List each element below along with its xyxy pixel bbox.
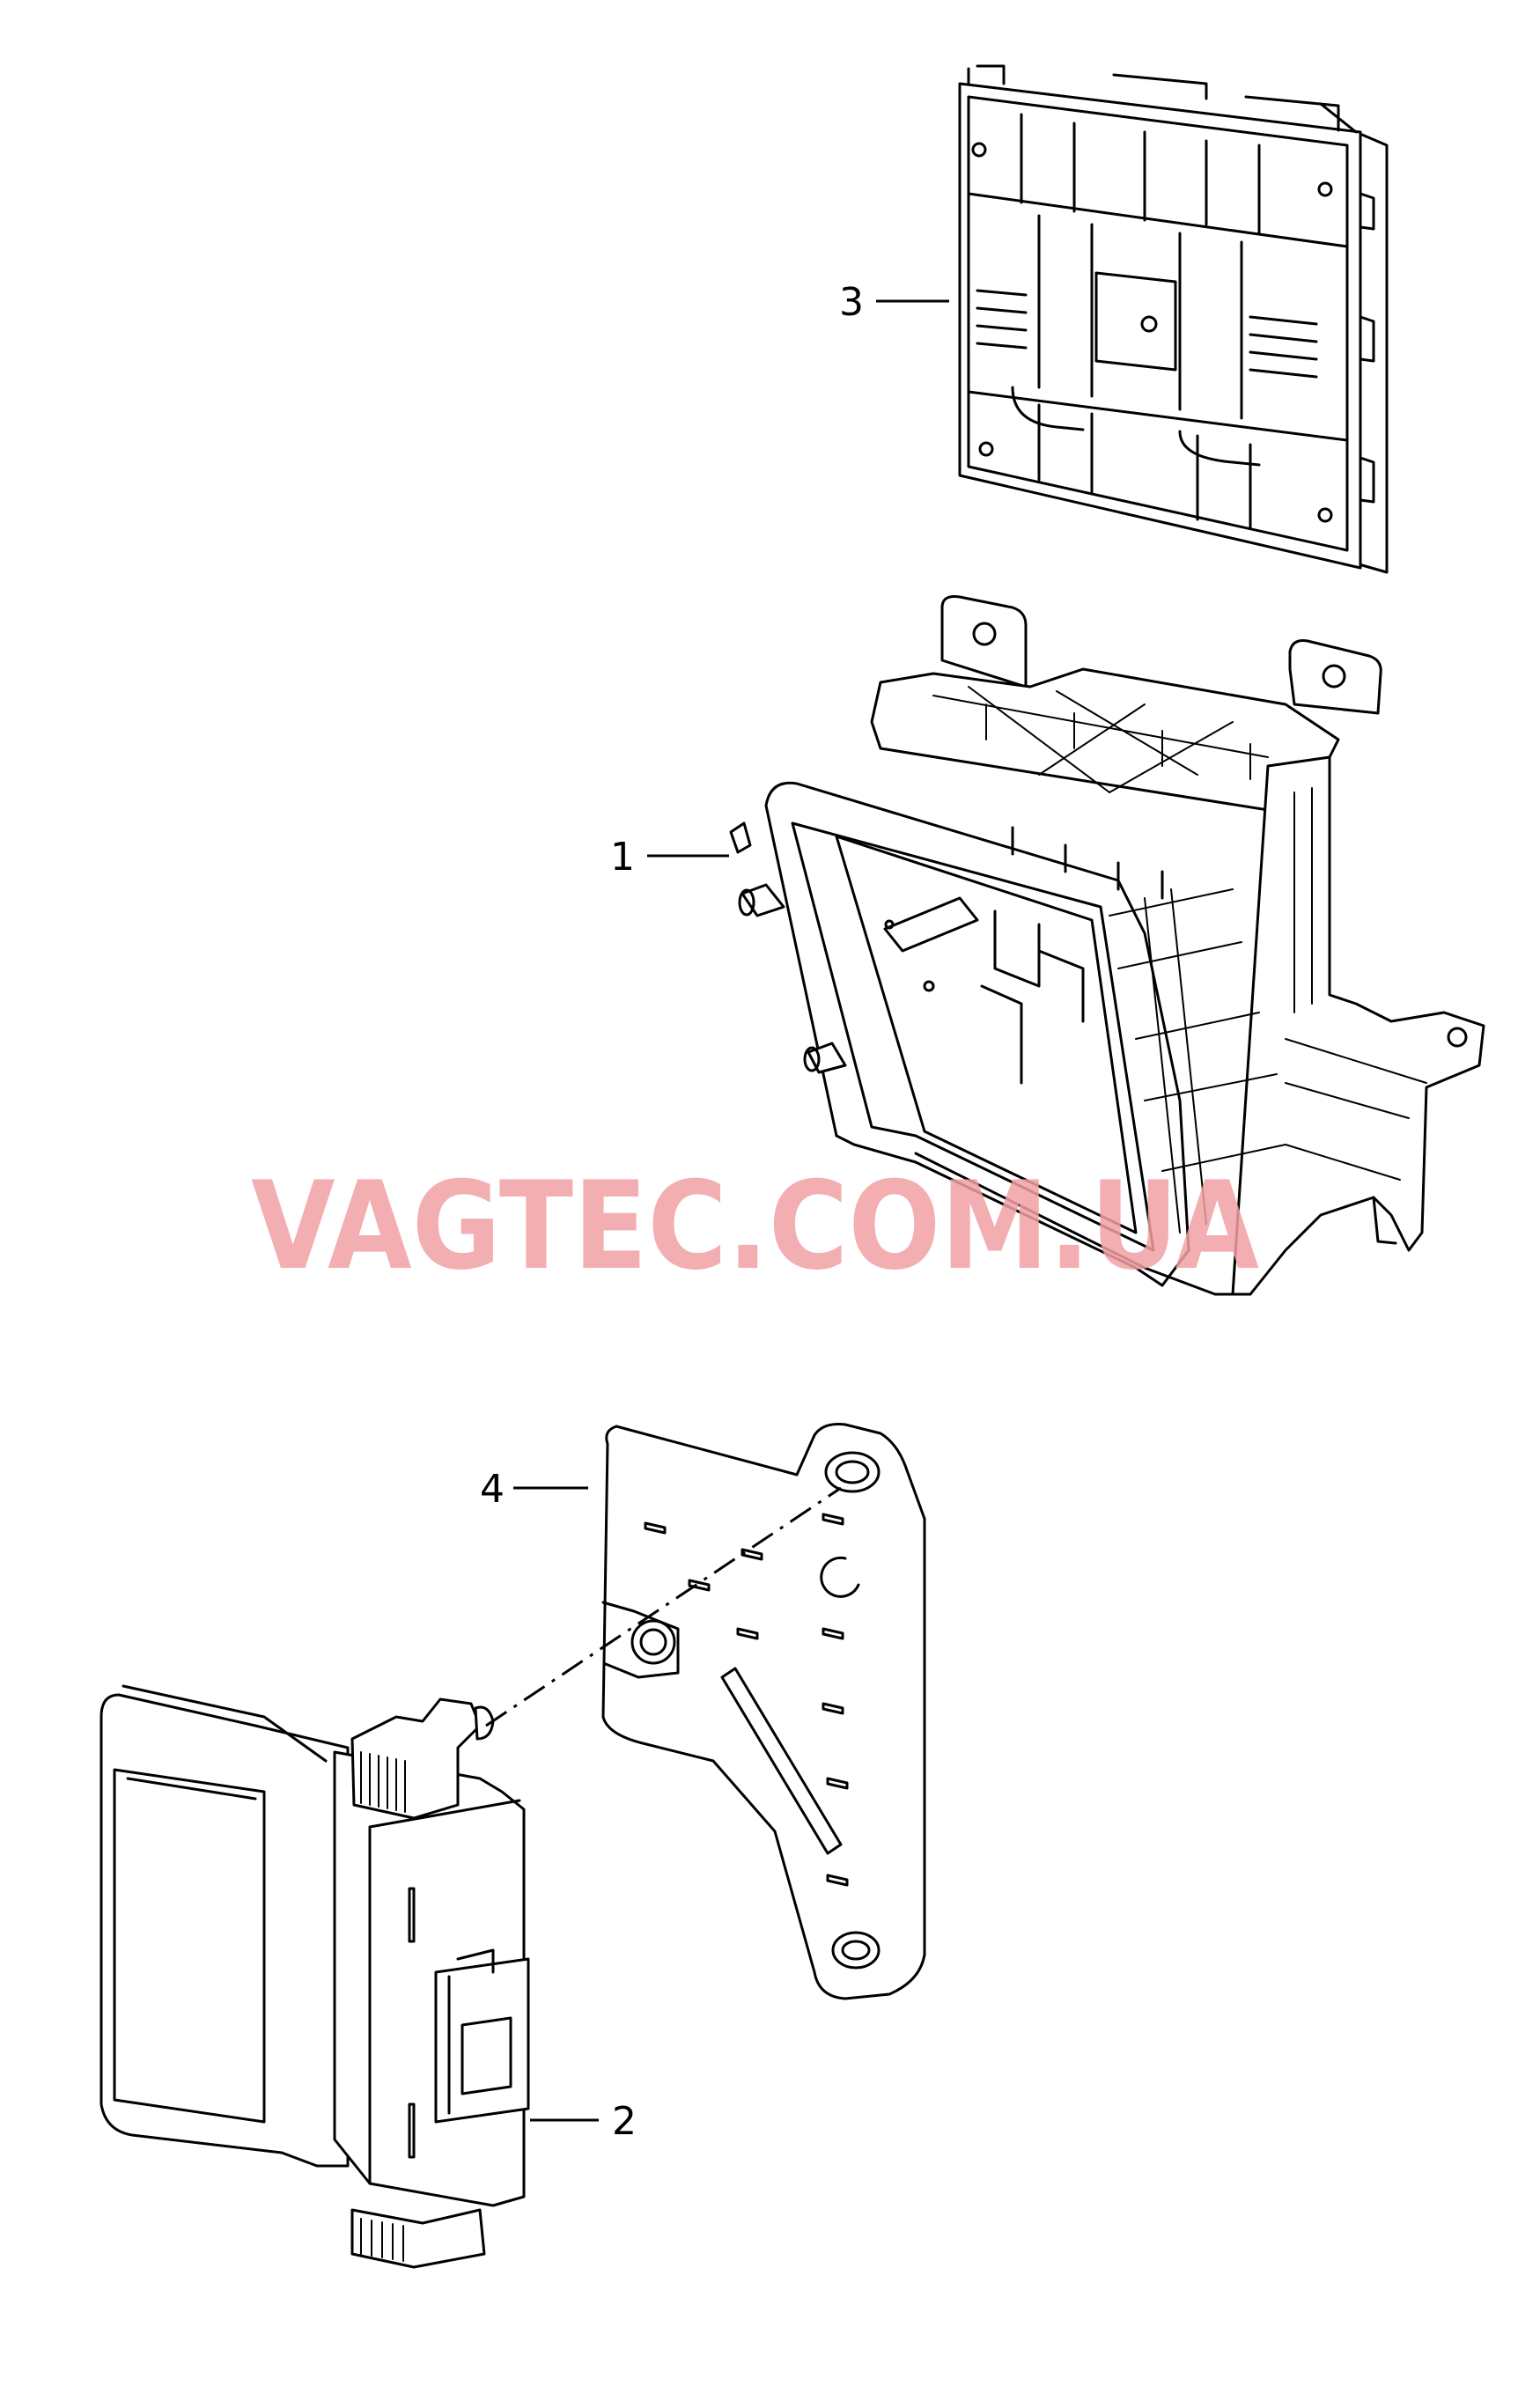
callout-1: 1 xyxy=(610,835,635,880)
part-1-bracket[interactable] xyxy=(729,595,1485,1296)
callout-2: 2 xyxy=(612,2099,637,2144)
part-2-control-unit[interactable] xyxy=(99,1684,530,2269)
part-3-control-unit-housing[interactable] xyxy=(958,64,1389,574)
callout-4: 4 xyxy=(480,1467,505,1512)
callout-3: 3 xyxy=(839,280,864,325)
watermark-text: VAGTEC.COM.UA xyxy=(251,1155,1259,1297)
part-4-mounting-plate[interactable] xyxy=(601,1423,926,2000)
alignment-axis xyxy=(485,1486,842,1727)
